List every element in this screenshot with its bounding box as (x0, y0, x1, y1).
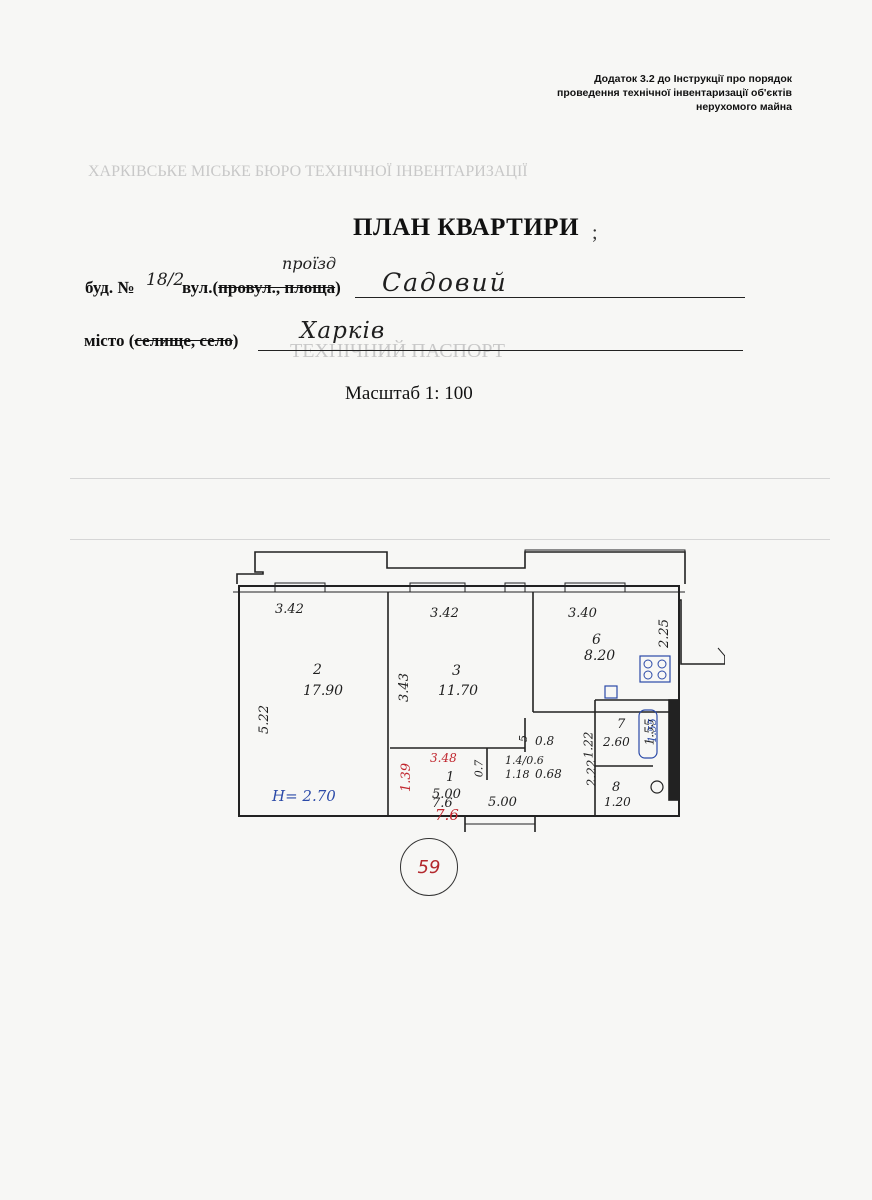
title-mark: ; (592, 222, 598, 244)
street-label-struck: провул., площа (218, 278, 336, 297)
page-title: ПЛАН КВАРТИРИ (353, 214, 580, 241)
scale-label: Масштаб 1: 100 (345, 383, 473, 404)
stove-icon (639, 655, 671, 683)
street-row: вул.(провул., площа) (182, 278, 341, 298)
bleed-through-text: ТЕХНІЧНИЙ ПАСПОРТ (290, 340, 506, 362)
stair-stub (678, 592, 725, 665)
dim-label: 3.42 (275, 602, 304, 617)
dim-label: 0.8 (535, 734, 555, 748)
room-number: 8 (612, 780, 621, 795)
toilet-icon (650, 780, 664, 794)
city-blank-line (258, 350, 743, 351)
dim-label: 2.60 (603, 735, 630, 749)
city-label-2: ) (232, 331, 239, 350)
dim-label: 1.22 (581, 731, 596, 759)
appendix-line-2: проведення технічної інвентаризації об'є… (557, 87, 792, 99)
dim-label: 0.7 (472, 759, 486, 778)
room-area: 17.90 (303, 683, 344, 699)
red-dim-left: 1.39 (398, 763, 414, 792)
appendix-line-1: Додаток 3.2 до Інструкції про порядок (594, 73, 792, 85)
bleed-through-table (70, 478, 830, 540)
plan-top-outline (236, 551, 686, 584)
street-blank-line (355, 297, 745, 298)
dim-label: 3.43 (396, 673, 412, 702)
street-name-handwritten: Садовий (382, 268, 508, 297)
ceiling-height: H= 2.70 (272, 787, 336, 805)
dim-label: 5.00 (488, 795, 517, 810)
floor-plan (233, 549, 725, 832)
city-label-1: місто ( (84, 331, 135, 350)
dim-label: 1.18 (505, 768, 530, 781)
dim-label: 5.22 (256, 705, 272, 734)
building-label: буд. № (85, 278, 135, 297)
window (409, 582, 466, 593)
appendix-line-3: нерухомого майна (696, 101, 792, 113)
room-number: 2 (313, 662, 322, 678)
window (564, 582, 626, 593)
dim-label: 2.25 (656, 619, 672, 648)
room-number: 1 (446, 770, 455, 785)
window (274, 582, 326, 593)
room-number: 7 (617, 717, 626, 732)
dim-label: 3.40 (568, 606, 597, 621)
blue-dim-bath: 1.55 (645, 718, 659, 743)
street-type-handwritten: проїзд (282, 254, 337, 273)
dim-label: 5 (517, 735, 530, 742)
street-label-2: ) (335, 278, 341, 297)
red-dim-total: 7.6 (435, 806, 459, 824)
dim-label: 0.68 (535, 767, 562, 781)
building-row: буд. № (85, 278, 134, 298)
dim-label: 5.00 (432, 787, 461, 802)
appendix-note: Додаток 3.2 до Інструкції про порядок пр… (472, 72, 792, 114)
stair-tick (717, 647, 725, 657)
dim-label: 1.4/0.6 (505, 754, 544, 767)
room-area: 11.70 (438, 683, 479, 699)
room-area: 7.6 (432, 796, 453, 811)
building-number: 18/2 (146, 270, 185, 290)
city-row: місто (селище, село) (84, 331, 238, 351)
bleed-through-text: ХАРКІВСЬКЕ МІСЬКЕ БЮРО ТЕХНІЧНОЇ ІНВЕНТА… (88, 163, 528, 180)
dim-label: 3.42 (430, 606, 459, 621)
dim-label: 2.22 (584, 759, 599, 787)
red-dim-area: 3.48 (430, 751, 457, 765)
plan-top-outline-2 (524, 549, 686, 584)
stamp-number: 59 (400, 838, 458, 896)
window (504, 582, 526, 593)
room-number: 6 (592, 632, 601, 648)
city-label-struck: селище, село (134, 331, 233, 350)
city-handwritten: Харків (300, 318, 386, 344)
room-area: 8.20 (584, 648, 616, 664)
bathtub-icon (638, 709, 658, 759)
sink-icon (604, 685, 618, 699)
room-area: 1.20 (604, 795, 631, 809)
room-number: 3 (452, 663, 461, 679)
bath-wall-thick (668, 699, 680, 801)
street-label-1: вул.( (182, 278, 219, 297)
